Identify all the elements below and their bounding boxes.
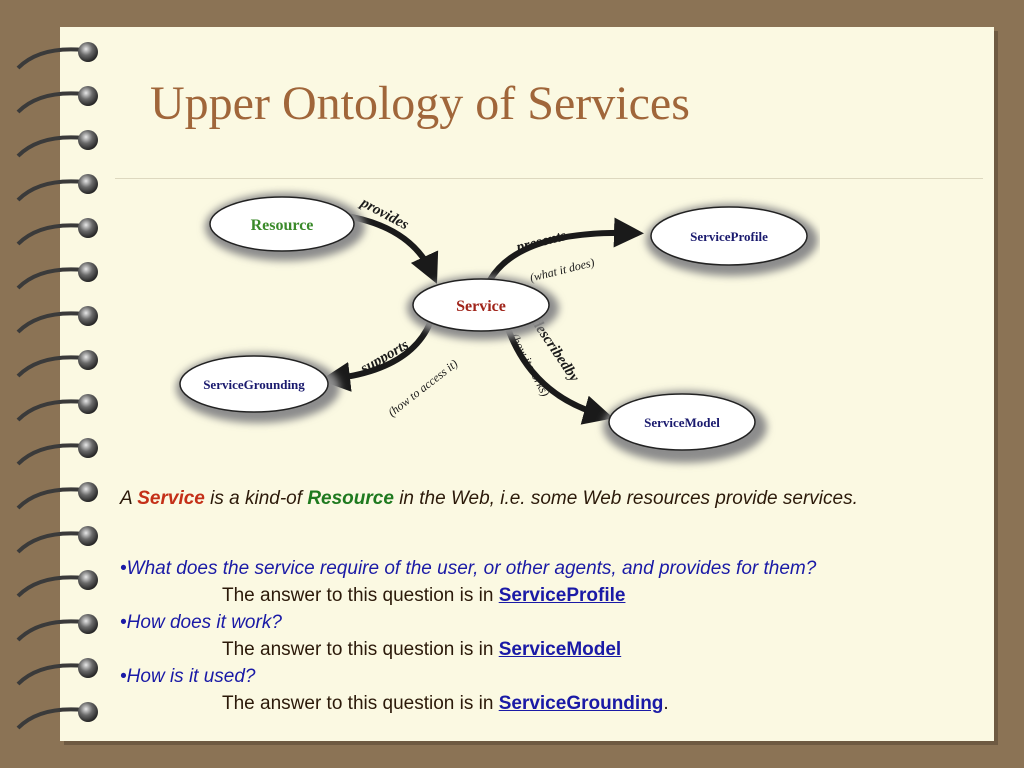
answer-1-prefix: The answer to this question is in [222, 585, 499, 606]
bullet-marker: • [120, 612, 127, 633]
ontology-diagram: provides presents (what it does) support… [176, 193, 818, 463]
title-divider [115, 178, 983, 179]
supports-note: (how to access it) [385, 356, 460, 419]
presents-label: presents [513, 228, 568, 256]
question-3: •How is it used? [120, 664, 980, 690]
service-keyword: Service [137, 488, 205, 509]
intro-rest: in the Web, i.e. some Web resources prov… [393, 488, 858, 509]
intro-middle: is a kind-of [204, 488, 308, 509]
question-1: •What does the service require of the us… [120, 556, 980, 582]
supports-arrow [320, 321, 433, 392]
describedby-arrow [503, 322, 614, 425]
answer-3: The answer to this question is in Servic… [120, 691, 1024, 717]
intro-text: A Service is a kind-of Resource in the W… [120, 486, 980, 512]
question-1-text: What does the service require of the use… [126, 558, 817, 579]
answer-3-prefix: The answer to this question is in [222, 693, 499, 714]
service-node: Service [407, 276, 559, 340]
resource-keyword: Resource [307, 488, 394, 509]
question-2-text: How does it work? [126, 612, 282, 633]
servicegrounding-link[interactable]: ServiceGrounding [498, 693, 664, 714]
bullet-marker: • [120, 666, 127, 687]
answer-3-suffix: . [663, 693, 669, 714]
serviceprofile-node-label: ServiceProfile [690, 229, 768, 244]
answer-1: The answer to this question is in Servic… [120, 583, 1024, 609]
servicemodel-node: ServiceModel [603, 391, 767, 463]
resource-node-label: Resource [251, 217, 314, 234]
servicemodel-node-label: ServiceModel [644, 415, 720, 430]
answer-2-prefix: The answer to this question is in [222, 639, 499, 660]
question-3-text: How is it used? [126, 666, 256, 687]
presents-note: (what it does) [528, 255, 595, 285]
slide-title: Upper Ontology of Services [150, 77, 690, 130]
servicemodel-link[interactable]: ServiceModel [498, 639, 622, 660]
servicegrounding-node: ServiceGrounding [176, 353, 340, 423]
serviceprofile-link[interactable]: ServiceProfile [498, 585, 626, 606]
intro-prefix: A [120, 488, 138, 509]
servicegrounding-node-label: ServiceGrounding [203, 377, 305, 392]
bullet-marker: • [120, 558, 127, 579]
serviceprofile-node: ServiceProfile [646, 204, 818, 276]
service-node-label: Service [456, 298, 506, 315]
question-2: •How does it work? [120, 610, 980, 636]
answer-2: The answer to this question is in Servic… [120, 637, 1024, 663]
presents-arrow [487, 217, 644, 282]
resource-node: Resource [205, 193, 365, 261]
